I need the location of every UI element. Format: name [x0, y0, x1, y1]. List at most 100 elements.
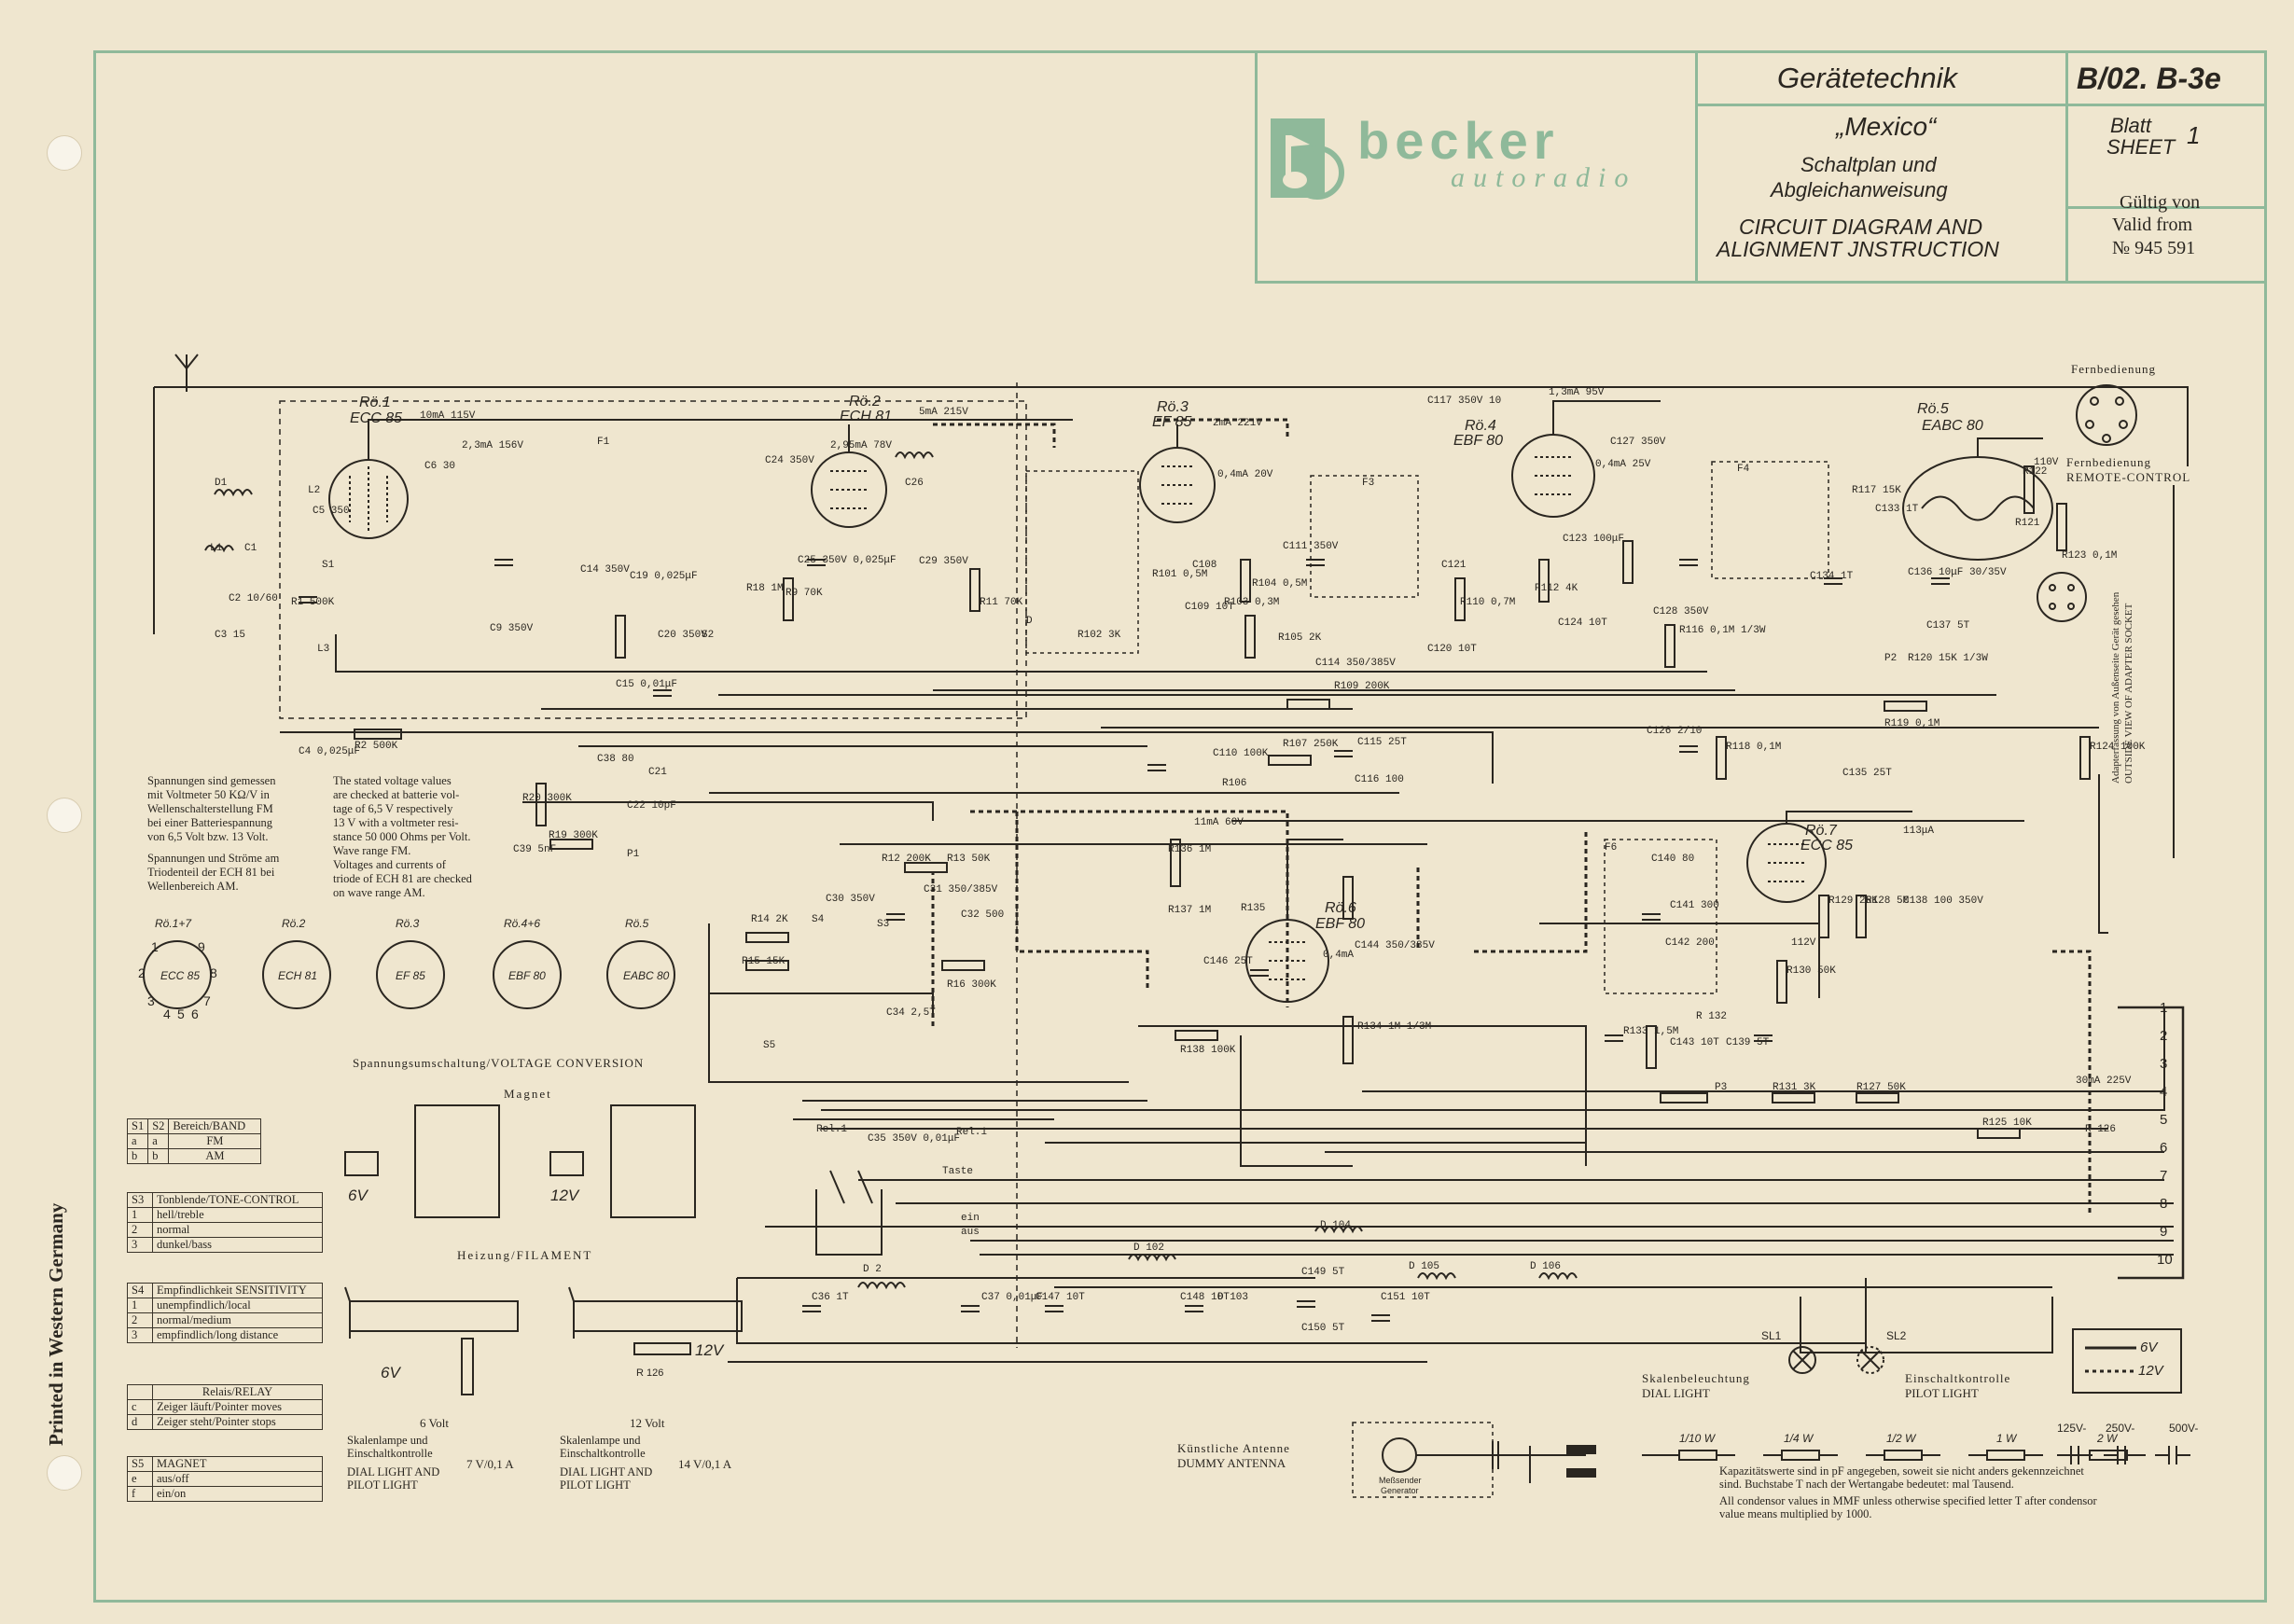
- svg-text:7: 7: [203, 993, 211, 1008]
- label-s3: S3: [877, 919, 890, 930]
- cell: Tonblende/TONE-CONTROL: [152, 1192, 323, 1208]
- label-p112: P112 4K: [1535, 583, 1578, 594]
- lamp-12-text: Skalenlampe und Einschaltkontrolle DIAL …: [560, 1434, 652, 1492]
- tube-ro6-type: EBF 80: [1315, 916, 1366, 932]
- pilot-light-en: PILOT LIGHT: [1905, 1386, 1979, 1400]
- label-d105: D 105: [1409, 1261, 1440, 1272]
- label-r126v: R 126: [2085, 1124, 2117, 1135]
- adapter-label-de: Adapterfassung von Außenseite Gerät gese…: [2110, 591, 2121, 784]
- label-c147: C147 10T: [1036, 1292, 1085, 1303]
- cell: FM: [168, 1133, 262, 1149]
- label-ro2-i2: 5mA 215V: [919, 407, 968, 418]
- label-ro2-i: 2,95mA 78V: [830, 440, 893, 451]
- number-box: [2065, 50, 2267, 284]
- magnet-12v: 12V: [550, 1187, 579, 1204]
- svg-text:6: 6: [191, 1006, 199, 1021]
- note-en-line: on wave range AM.: [333, 886, 425, 899]
- label-c116: C116 100: [1355, 774, 1404, 785]
- label-c6: C6 30: [424, 461, 456, 472]
- label-s1: S1: [322, 560, 335, 571]
- label-c134: C134 1T: [1810, 571, 1854, 582]
- tube-ro5-type: EABC 80: [1922, 418, 1983, 434]
- lamp-12-line: DIAL LIGHT AND: [560, 1465, 653, 1478]
- label-r116: R116 0,1M 1/3W: [1679, 625, 1766, 636]
- label-c139: C139 5T: [1726, 1037, 1770, 1048]
- label-c151: C151 10T: [1381, 1292, 1430, 1303]
- tube-ro4-ref: Rö.4: [1465, 418, 1496, 434]
- label-r133: R133 1,5M: [1623, 1026, 1679, 1037]
- note-de-line: Spannungen und Ströme am: [147, 852, 280, 865]
- label-r127: R127 50K: [1856, 1082, 1906, 1093]
- label-c25: C25 350V 0,025μF: [798, 555, 897, 566]
- svg-text:2: 2: [138, 965, 146, 980]
- terminal-7: 7: [2160, 1168, 2168, 1184]
- label-r13: R13 50K: [947, 854, 991, 865]
- label-c35: C35 350V 0,01μF: [868, 1133, 961, 1145]
- label-ro7-i: 113μA: [1903, 826, 1935, 837]
- label-v112: 112V: [1791, 937, 1816, 949]
- note-en-line: triode of ECH 81 are checked: [333, 872, 472, 885]
- socket-4-ref: Rö.4+6: [504, 917, 541, 930]
- valid-number: № 945 591: [2112, 238, 2196, 258]
- cell: Empfindlichkeit SENSITIVITY: [152, 1283, 323, 1298]
- label-c15: C15 0,01μF: [616, 679, 678, 690]
- label-r15: R15 15K: [742, 956, 786, 967]
- cell: d: [127, 1414, 153, 1430]
- label-r9: R9 70K: [786, 588, 823, 599]
- label-c31: C31 350/385V: [924, 884, 998, 895]
- note-de-line: mit Voltmeter 50 KΩ/V in: [147, 788, 270, 801]
- cell: 3: [127, 1237, 153, 1253]
- label-c128: C128 350V: [1653, 606, 1709, 618]
- heating-r126: R 126: [636, 1367, 664, 1379]
- brand-name: becker: [1357, 111, 1560, 170]
- label-ro6-i2: 0,4mA: [1323, 950, 1355, 961]
- res-legend-3: 1/2 W: [1886, 1432, 1916, 1445]
- cell: [127, 1384, 153, 1400]
- cell: Zeiger steht/Pointer stops: [152, 1414, 323, 1430]
- note-en-line: Wave range FM.: [333, 844, 411, 857]
- lamp-6-value: 7 V/0,1 A: [466, 1457, 514, 1471]
- label-r102: R102 3K: [1077, 630, 1121, 641]
- lamp-6-line: PILOT LIGHT: [347, 1478, 418, 1492]
- tube-ro2-ref: Rö.2: [849, 394, 881, 409]
- label-c30: C30 350V: [826, 894, 875, 905]
- label-c110: C110 100K: [1213, 748, 1269, 759]
- label-v225: 30mA 225V: [2076, 1076, 2132, 1087]
- label-c133: C133 1T: [1875, 504, 1919, 515]
- generator-de: Meßsender: [1379, 1476, 1422, 1485]
- label-c135: C135 25T: [1842, 768, 1892, 779]
- cell: 3: [127, 1327, 153, 1343]
- notes-en: The stated voltage values are checked at…: [333, 774, 472, 900]
- cell: 1: [127, 1207, 153, 1223]
- label-c2: C2 10/60: [229, 593, 278, 604]
- magnet-6v: 6V: [348, 1187, 368, 1204]
- label-r110: R110 0,7M: [1460, 597, 1516, 608]
- label-r125: R125 10K: [1982, 1117, 2032, 1129]
- label-d1: D1: [215, 478, 228, 489]
- cap-legend-1: 125V-: [2057, 1422, 2087, 1435]
- cell: S5: [127, 1456, 153, 1472]
- label-r2: R2 500K: [355, 741, 398, 752]
- label-r137: R137 1M: [1168, 905, 1212, 916]
- label-c127: C127 350V: [1610, 437, 1666, 448]
- socket-2-ref: Rö.2: [282, 917, 306, 930]
- label-d: D: [1026, 616, 1033, 627]
- cell: a: [147, 1133, 170, 1149]
- label-f6: F6: [1605, 842, 1618, 854]
- cap-note-line: value means multiplied by 1000.: [1719, 1507, 1872, 1520]
- legend-12v: 12V: [2138, 1363, 2163, 1379]
- label-r122: R122: [2023, 466, 2048, 478]
- label-c142: C142 200: [1665, 937, 1715, 949]
- note-de-line: von 6,5 Volt bzw. 13 Volt.: [147, 830, 269, 843]
- label-c108: C108: [1192, 560, 1217, 571]
- cell: empfindlich/long distance: [152, 1327, 323, 1343]
- terminal-4: 4: [2160, 1084, 2168, 1100]
- label-c115: C115 25T: [1357, 737, 1407, 748]
- svg-text:3: 3: [147, 993, 155, 1008]
- label-r12: R12 200K: [882, 854, 931, 865]
- label-ro1-i: 10mA 115V: [420, 410, 476, 422]
- label-c9: C9 350V: [490, 623, 534, 634]
